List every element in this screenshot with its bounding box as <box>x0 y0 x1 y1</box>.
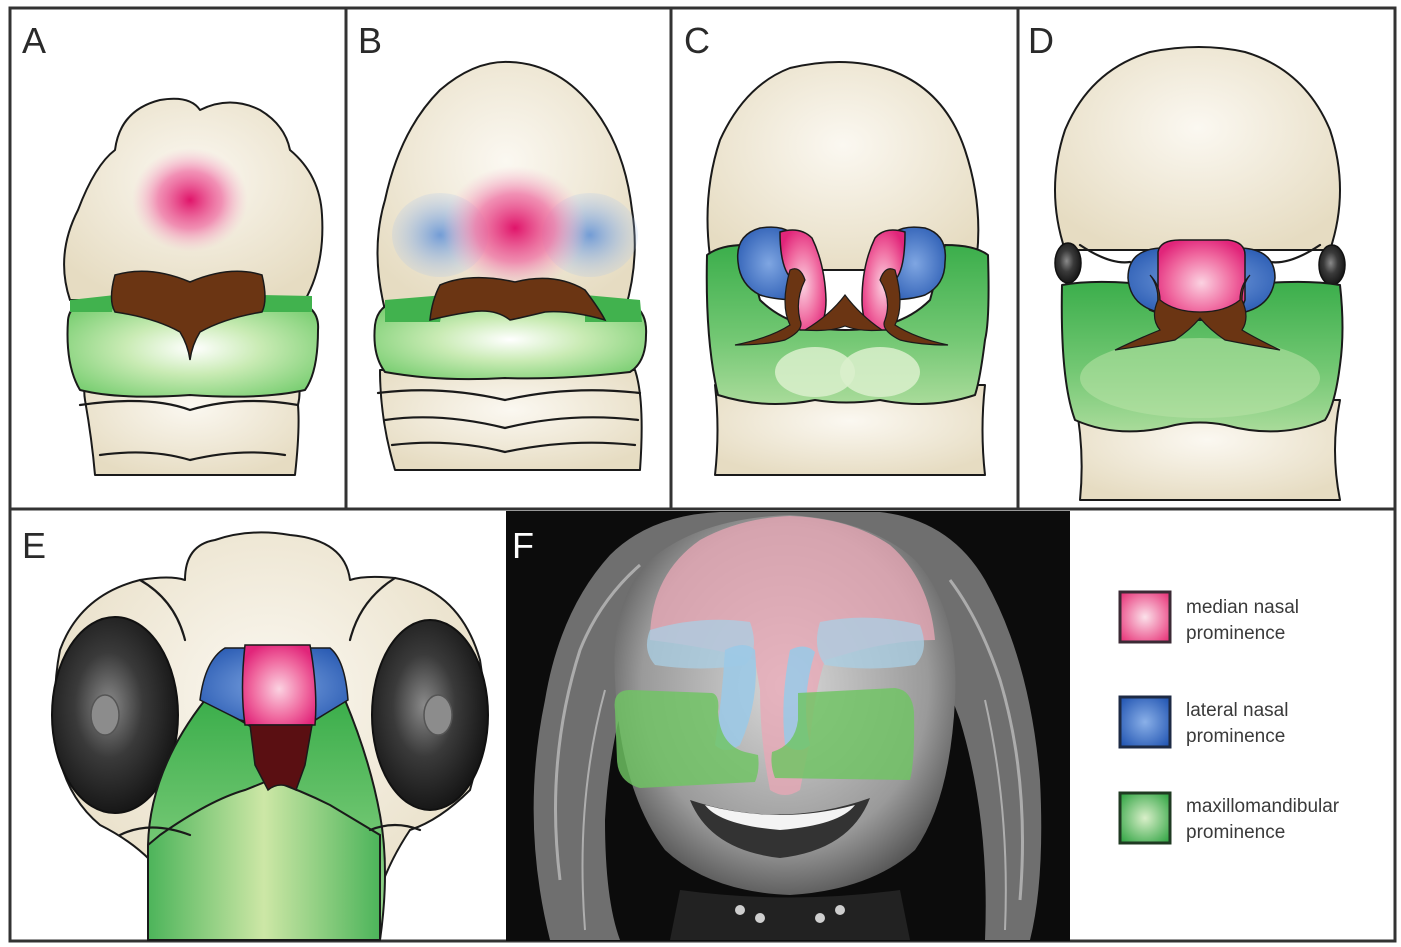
legend-label-maxillomandibular-line2: prominence <box>1186 822 1285 843</box>
panel-a-median-nasal-spot <box>132 148 248 252</box>
panel-b-body <box>380 370 642 470</box>
panel-b <box>374 62 646 470</box>
legend-label-median-nasal-line1: median nasal <box>1186 597 1299 618</box>
panel-f-letter: F <box>512 525 534 566</box>
panel-c-letter: C <box>684 20 710 61</box>
panel-d-eye-right <box>1319 245 1345 285</box>
legend: median nasal prominence lateral nasal pr… <box>1120 592 1340 843</box>
panel-a <box>64 99 322 475</box>
legend-label-lateral-nasal-line1: lateral nasal <box>1186 700 1288 721</box>
legend-label-median-nasal-line2: prominence <box>1186 623 1285 644</box>
panel-e-median-nasal <box>243 645 316 725</box>
panel-d <box>1055 47 1345 500</box>
panel-f-eye-area-right <box>817 618 924 669</box>
panel-d-head <box>1055 47 1340 250</box>
legend-label-maxillomandibular-line1: maxillomandibular <box>1186 796 1340 817</box>
panel-f-neck <box>670 890 910 940</box>
panel-a-letter: A <box>22 20 46 61</box>
panel-e-letter: E <box>22 525 46 566</box>
legend-swatch-lateral-nasal <box>1120 697 1170 747</box>
panel-d-eye-left <box>1055 243 1081 283</box>
panel-f <box>506 511 1070 941</box>
panel-c <box>707 62 989 475</box>
legend-swatch-maxillomandibular <box>1120 793 1170 843</box>
panel-d-letter: D <box>1028 20 1054 61</box>
legend-swatch-median-nasal <box>1120 592 1170 642</box>
panel-b-letter: B <box>358 20 382 61</box>
panel-b-median-nasal-spot <box>443 166 587 290</box>
legend-label-lateral-nasal-line2: prominence <box>1186 726 1285 747</box>
panel-e <box>52 532 488 940</box>
